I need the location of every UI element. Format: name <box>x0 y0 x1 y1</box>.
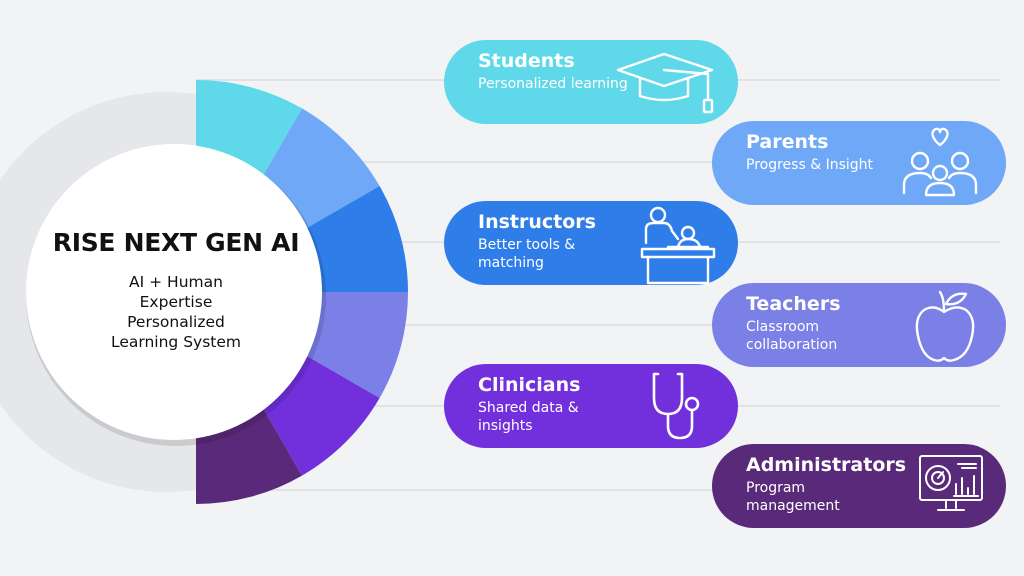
subtitle-line: Expertise <box>139 293 213 311</box>
pill-administrators: Administrators Program management <box>712 444 1006 528</box>
apple-icon <box>915 290 975 362</box>
pill-name: Instructors <box>478 211 596 233</box>
pill-desc: Progress & Insight <box>746 157 873 173</box>
center-subtitle: AI + Human Expertise Personalized Learni… <box>28 272 324 352</box>
pill-desc: Shared data & insights <box>478 400 579 434</box>
graduation-cap-icon <box>616 52 714 114</box>
pill-students: Students Personalized learning <box>444 40 738 124</box>
pill-clinicians: Clinicians Shared data & insights <box>444 364 738 448</box>
pill-desc: Better tools & matching <box>478 237 576 271</box>
pill-instructors: Instructors Better tools & matching <box>444 201 738 285</box>
pill-name: Parents <box>746 131 829 153</box>
pill-desc: Personalized learning <box>478 76 628 92</box>
pill-name: Teachers <box>746 293 841 315</box>
pill-desc: Program management <box>746 480 840 514</box>
pill-name: Clinicians <box>478 374 581 396</box>
stethoscope-icon <box>652 372 700 440</box>
instructor-desk-icon <box>640 206 716 285</box>
pill-teachers: Teachers Classroom collaboration <box>712 283 1006 367</box>
pill-name: Administrators <box>746 454 907 476</box>
pill-desc: Classroom collaboration <box>746 319 838 353</box>
subtitle-line: Personalized <box>127 313 225 331</box>
center-title: RISE NEXT GEN AI <box>52 228 300 257</box>
dashboard-monitor-icon <box>919 455 983 511</box>
pill-parents: Parents Progress & Insight <box>712 121 1006 205</box>
subtitle-line: AI + Human <box>129 273 223 291</box>
subtitle-line: Learning System <box>110 333 242 351</box>
family-heart-icon <box>902 127 978 197</box>
center-disc <box>26 144 322 440</box>
pill-name: Students <box>478 50 575 72</box>
